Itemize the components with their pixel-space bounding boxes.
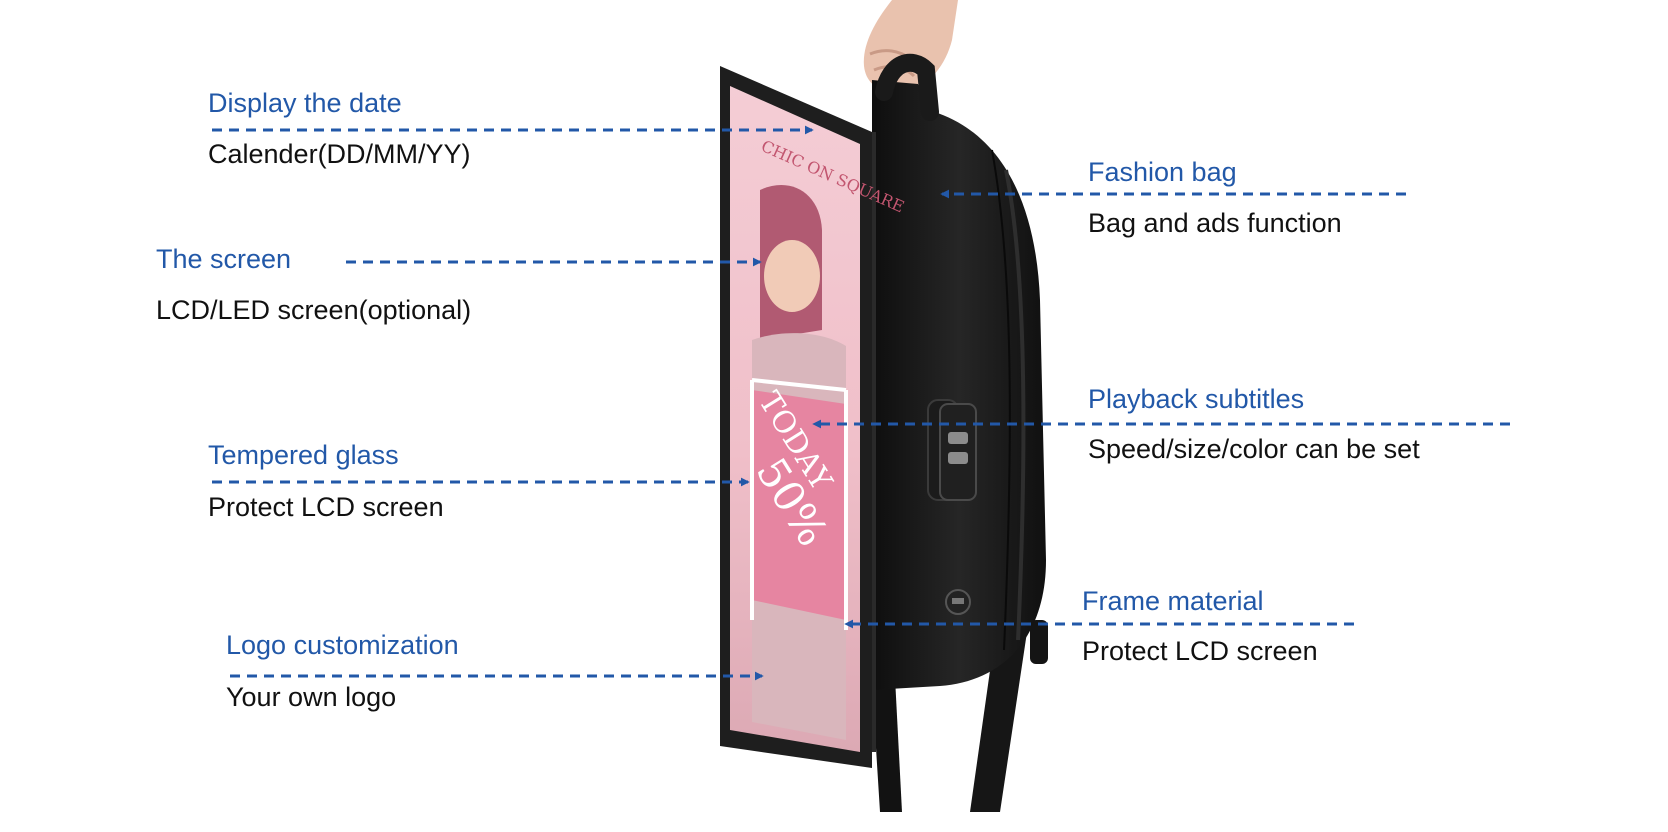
callout-screen-title: The screen — [156, 244, 292, 274]
screen-content — [750, 184, 848, 740]
hand — [863, 0, 958, 93]
callout-subtitles-desc: Speed/size/color can be set — [1088, 434, 1420, 464]
callout-screen-desc: LCD/LED screen(optional) — [156, 295, 472, 325]
combination-lock-icon — [939, 403, 977, 501]
callout-date-desc: Calender(DD/MM/YY) — [208, 139, 471, 169]
callout-logo-title: Logo customization — [226, 630, 459, 660]
callout-lines — [212, 125, 1510, 681]
callout-date-title: Display the date — [208, 88, 402, 118]
callout-frame-desc: Protect LCD screen — [1082, 636, 1318, 666]
callout-subtitles-title: Playback subtitles — [1088, 384, 1305, 414]
callout-glass-title: Tempered glass — [208, 440, 399, 470]
callout-frame-title: Frame material — [1082, 586, 1264, 616]
usb-port-icon — [945, 589, 971, 615]
callout-glass-desc: Protect LCD screen — [208, 492, 444, 522]
callout-logo-desc: Your own logo — [226, 682, 397, 712]
callout-bag-desc: Bag and ads function — [1088, 208, 1342, 238]
callout-bag-title: Fashion bag — [1088, 157, 1237, 187]
